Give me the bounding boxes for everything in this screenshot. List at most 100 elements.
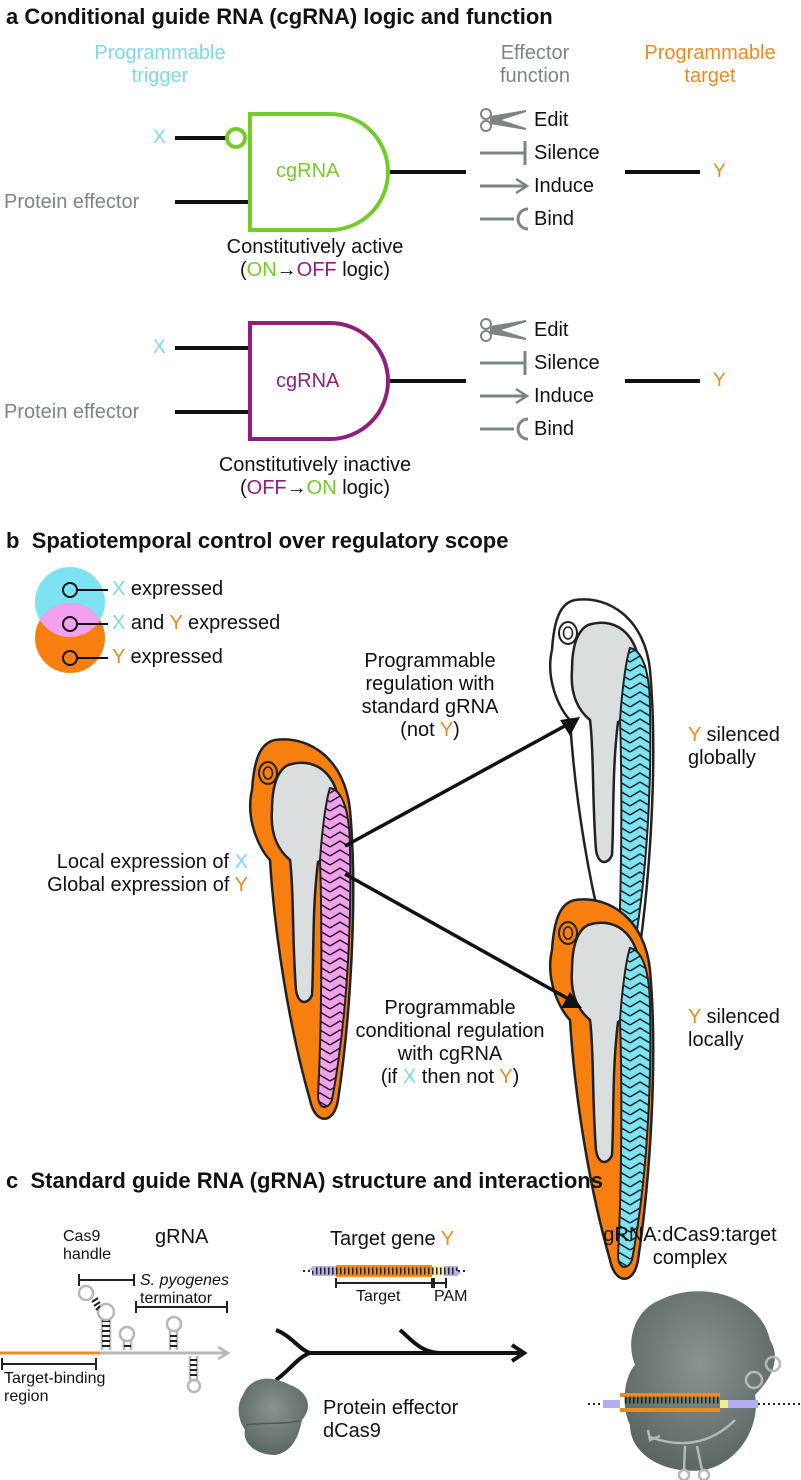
gate-off-on <box>175 321 700 441</box>
local-expression-line: Local expression of X <box>4 851 248 874</box>
bind-cup-icon <box>480 417 529 441</box>
lower-path-mid: then not <box>416 1066 500 1088</box>
terminator-line1: S. pyogenes <box>140 1272 229 1289</box>
gate2-output-y: Y <box>713 370 726 391</box>
protein-effector-label: Protein effector dCas9 <box>323 1397 458 1443</box>
upper-path-var: Y <box>439 719 454 741</box>
lower-path-line4: (if X then not Y) <box>330 1066 570 1089</box>
lower-path-line1: Programmable <box>384 997 516 1019</box>
gate2-caption-line1: Constitutively inactive <box>218 454 412 476</box>
upper-path-line4: (not Y) <box>330 719 530 742</box>
cas9-handle-label: Cas9 handle <box>63 1228 111 1265</box>
gate1-caption-line1: Constitutively active <box>226 236 404 258</box>
gate1-caption-tail: logic) <box>336 259 391 281</box>
effector-silence: Silence <box>478 350 600 376</box>
gate1-caption-open: ( <box>239 259 247 281</box>
panel-b-letter: b <box>6 528 20 553</box>
global-expression-line: Global expression of Y <box>4 874 248 897</box>
arrow-to-local <box>344 872 575 1004</box>
effector-edit: Edit <box>478 317 568 343</box>
protein-effector-line1: Protein effector <box>323 1397 459 1419</box>
panel-a-title-text: Conditional guide RNA (cgRNA) logic and … <box>24 4 553 29</box>
local-expression-var: X <box>234 851 248 873</box>
complex-line2: complex <box>652 1247 728 1269</box>
upper-path-close: ) <box>453 719 460 741</box>
gate1-caption-arrow: → <box>276 259 297 281</box>
gate2-caption-tail: logic) <box>336 477 391 499</box>
upper-result-label: Y silenced globally <box>688 724 780 770</box>
gate1-caption-from: ON <box>246 259 277 281</box>
panel-a-letter: a <box>6 4 19 29</box>
gate1-negation-bubble <box>225 127 247 149</box>
gate2-caption-line2: (OFF→ON logic) <box>180 477 450 500</box>
legend-x-text: expressed <box>125 578 224 600</box>
panel-c-title: c Standard guide RNA (gRNA) structure an… <box>6 1168 603 1194</box>
panel-c-letter: c <box>6 1168 19 1193</box>
lower-path-open: (if <box>380 1066 403 1088</box>
effector-edit-label: Edit <box>534 318 569 341</box>
arrow-to-global-head <box>560 717 580 736</box>
header-effector-line2: function <box>499 65 571 87</box>
effector-edit: Edit <box>478 107 568 133</box>
arrow-icon <box>480 387 530 405</box>
upper-result-line2: globally <box>688 747 756 769</box>
arrow-to-global <box>344 720 573 848</box>
embryo-initial <box>249 738 355 1120</box>
legend-xy-text: expressed <box>182 612 281 634</box>
lower-result-line1: Y silenced <box>688 1006 780 1029</box>
pam-label: PAM <box>434 1288 468 1305</box>
lower-path-var2: Y <box>499 1066 513 1088</box>
assembly-arrows <box>274 1328 528 1382</box>
merge-dna-branch <box>398 1328 441 1355</box>
gate2-caption-from: OFF <box>246 477 287 499</box>
target-binding-line1: Target-binding <box>4 1370 106 1387</box>
target-gene-text: Target gene <box>330 1228 441 1250</box>
target-label: Target <box>356 1288 401 1305</box>
arrow-icon <box>480 177 530 195</box>
lower-result-var: Y <box>688 1006 701 1028</box>
effector-bind-label: Bind <box>534 417 575 440</box>
merge-lower-branch <box>274 1351 311 1382</box>
dna-pam-region <box>432 1266 444 1276</box>
gate2-caption-to: ON <box>306 477 337 499</box>
header-trigger-line2: trigger <box>131 65 189 87</box>
legend-y-var: Y <box>112 646 125 668</box>
legend-y-text: expressed <box>124 646 223 668</box>
global-expression-var: Y <box>234 874 248 896</box>
lower-path-var1: X <box>402 1066 417 1088</box>
embryo-silenced-locally <box>549 898 655 1280</box>
scissors-icon <box>480 318 527 342</box>
gate1-caption-to: OFF <box>296 259 337 281</box>
upper-result-rest: silenced <box>700 724 780 746</box>
venn-overlap <box>35 603 105 637</box>
header-effector-function: Effector function <box>470 42 600 88</box>
effector-edit-label: Edit <box>534 108 569 131</box>
venn-legend-icon <box>35 567 108 673</box>
protein-effector-line2: dCas9 <box>323 1420 381 1442</box>
gate1-cgrna-label: cgRNA <box>276 160 340 182</box>
target-binding-line2: region <box>4 1388 49 1406</box>
panel-c-title-text: Standard guide RNA (gRNA) structure and … <box>30 1168 603 1193</box>
upper-path-line3: standard gRNA <box>361 696 499 718</box>
legend-x-var: X <box>112 578 126 600</box>
grna-structure <box>0 1274 231 1394</box>
header-effector-line1: Effector <box>500 42 570 64</box>
complex-label: gRNA:dCas9:target complex <box>580 1224 800 1270</box>
upper-result-var: Y <box>688 724 701 746</box>
effector-bind-label: Bind <box>534 207 575 230</box>
gate2-input-x-label: X <box>153 337 166 358</box>
gate2-caption-arrow: → <box>286 477 307 499</box>
gate2-and-shape <box>248 321 390 441</box>
upper-path-label: Programmable regulation with standard gR… <box>330 650 530 742</box>
effector-induce: Induce <box>478 173 594 199</box>
effector-induce-label: Induce <box>534 174 595 197</box>
gate1-input-x-label: X <box>153 127 166 148</box>
gate1-and-shape <box>248 112 390 232</box>
target-binding-label: Target-binding region <box>4 1370 105 1407</box>
legend-xy-var2: Y <box>169 612 183 634</box>
effector-induce-label: Induce <box>534 384 595 407</box>
upper-path-line1: Programmable <box>364 650 496 672</box>
